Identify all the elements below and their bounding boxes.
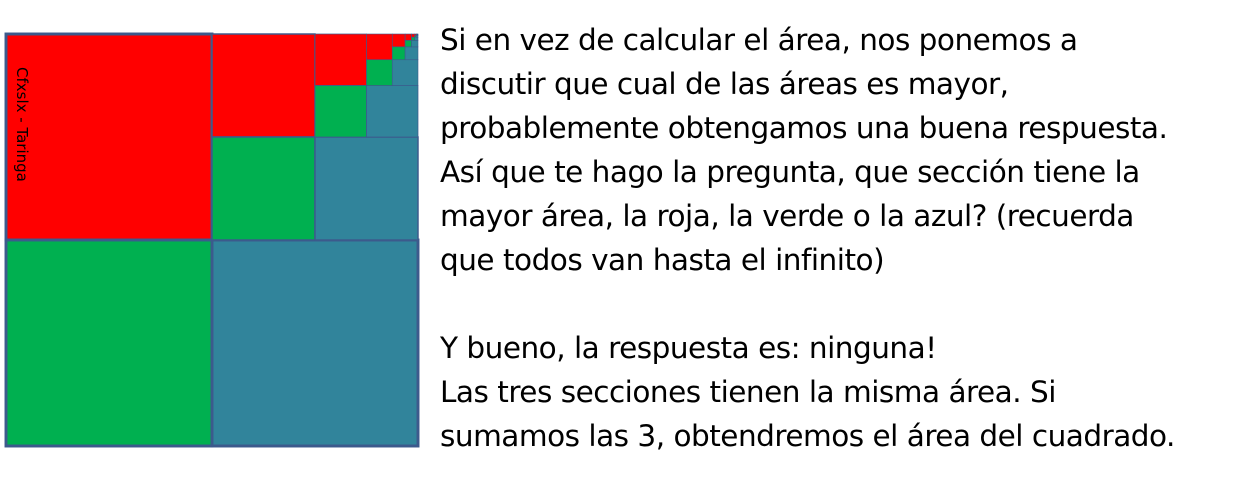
blue-square [414, 36, 419, 41]
square-sections [4, 32, 420, 448]
blue-square [411, 40, 419, 48]
green-square [411, 36, 416, 41]
blue-square [391, 59, 419, 86]
text-line: sumamos las 3, obtendremos el área del c… [440, 419, 1175, 453]
red-square [366, 33, 393, 61]
green-square [404, 40, 412, 48]
blue-square [404, 46, 419, 61]
watermark-text: Cfxslx - Taringa [13, 67, 31, 182]
paragraph-1: Si en vez de calcular el área, nos ponem… [440, 18, 1240, 282]
red-square [4, 32, 214, 242]
red-square [411, 33, 416, 38]
paragraph-2: Y bueno, la respuesta es: ninguna! Las t… [440, 326, 1240, 458]
red-square [314, 33, 367, 86]
blue-square [366, 85, 419, 138]
limit-square [416, 33, 419, 36]
red-square [404, 33, 412, 41]
text-line: Así que te hago la pregunta, que sección… [440, 155, 1140, 189]
green-square [211, 136, 316, 241]
text-line: Y bueno, la respuesta es: ninguna! [440, 331, 937, 365]
green-square [366, 59, 393, 86]
red-square [211, 33, 316, 138]
nested-squares-diagram: Cfxslx - Taringa [4, 32, 420, 448]
green-square [4, 238, 214, 448]
paragraph-gap [440, 282, 1240, 326]
green-square [391, 46, 406, 61]
blue-square [210, 238, 420, 448]
green-square [314, 85, 367, 138]
text-line: Si en vez de calcular el área, nos ponem… [440, 23, 1078, 57]
text-line: probablemente obtengamos una buena respu… [440, 111, 1168, 145]
text-line: que todos van hasta el infinito) [440, 243, 885, 277]
text-line: discutir que cual de las áreas es mayor, [440, 67, 1009, 101]
explanation-text: Si en vez de calcular el área, nos ponem… [440, 18, 1240, 458]
red-square [391, 33, 406, 48]
blue-square [314, 136, 419, 241]
text-line: Las tres secciones tienen la misma área.… [440, 375, 1056, 409]
text-line: mayor área, la roja, la verde o la azul?… [440, 199, 1134, 233]
